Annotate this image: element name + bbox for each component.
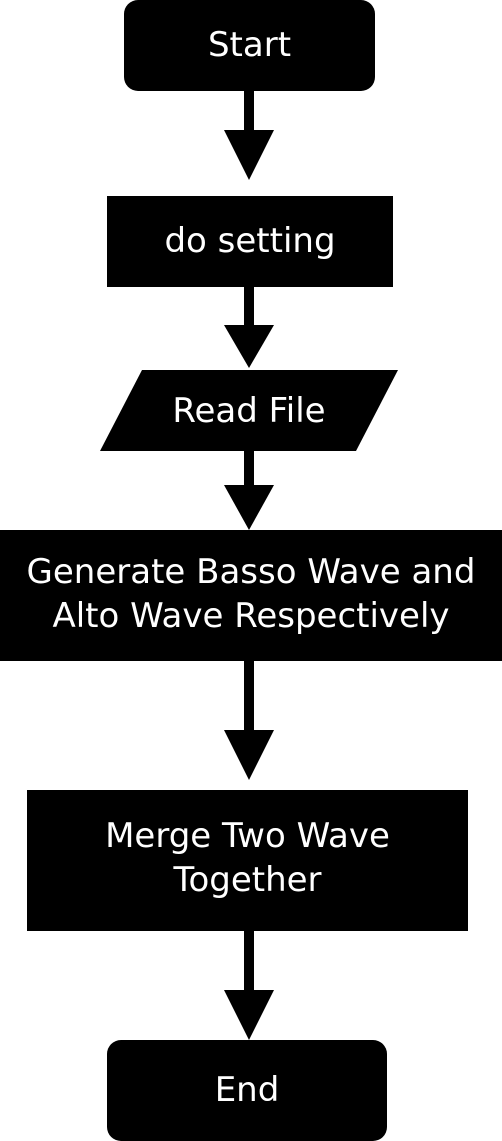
read-file-label: Read File (172, 390, 326, 431)
setting-process-box: do setting (107, 196, 393, 287)
generate-text: Generate Basso Wave and Alto Wave Respec… (27, 551, 476, 638)
merge-waves-process-box: Merge Two Wave Together (27, 790, 468, 931)
read-file-io-shape (100, 370, 398, 451)
end-label: End (214, 1069, 280, 1110)
start-label: Start (207, 24, 292, 65)
merge-label-line1: Merge Two Wave (105, 815, 390, 856)
start-terminator: Start (124, 0, 375, 91)
end-terminator: End (107, 1040, 387, 1141)
generate-waves-process-box: Generate Basso Wave and Alto Wave Respec… (0, 530, 502, 661)
read-file-label-wrapper: Read File (100, 370, 398, 451)
merge-label-line2: Together (173, 859, 322, 900)
generate-label-line2: Alto Wave Respectively (52, 595, 450, 636)
setting-label: do setting (164, 220, 336, 261)
generate-label-line1: Generate Basso Wave and (26, 551, 476, 592)
merge-text: Merge Two Wave Together (105, 815, 390, 902)
